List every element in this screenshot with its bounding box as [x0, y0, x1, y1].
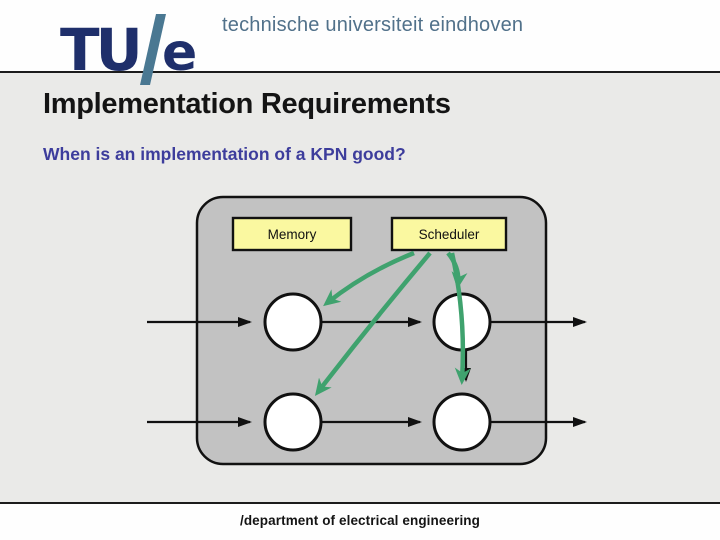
- logo-slash: [140, 14, 166, 85]
- slide-header: TU e technische universiteit eindhoven: [0, 0, 720, 85]
- scheduler-arrow-top-left: [323, 250, 415, 307]
- page-subtitle: When is an implementation of a KPN good?: [43, 144, 406, 164]
- scheduler-arrow-bottom-left: [314, 251, 432, 396]
- scheduler-arrow-bottom-right: [449, 252, 471, 385]
- tue-logo: TU e: [60, 14, 197, 85]
- logo-tu-text: TU: [60, 16, 139, 84]
- scheduler-box: [390, 216, 508, 252]
- footer-text: /department of electrical engineering: [239, 513, 480, 528]
- process-node-bottom-right: [432, 392, 492, 452]
- memory-label: Memory: [268, 227, 317, 242]
- process-node-top-left: [263, 292, 323, 352]
- memory-box: [231, 216, 353, 252]
- university-name: technische universiteit eindhoven: [222, 14, 524, 36]
- page-title: Implementation Requirements: [43, 88, 451, 120]
- slide-footer: /department of electrical engineering: [0, 502, 720, 540]
- process-node-bottom-left: [263, 392, 323, 452]
- logo-e-text: e: [162, 23, 197, 83]
- scheduler-label: Scheduler: [419, 227, 480, 242]
